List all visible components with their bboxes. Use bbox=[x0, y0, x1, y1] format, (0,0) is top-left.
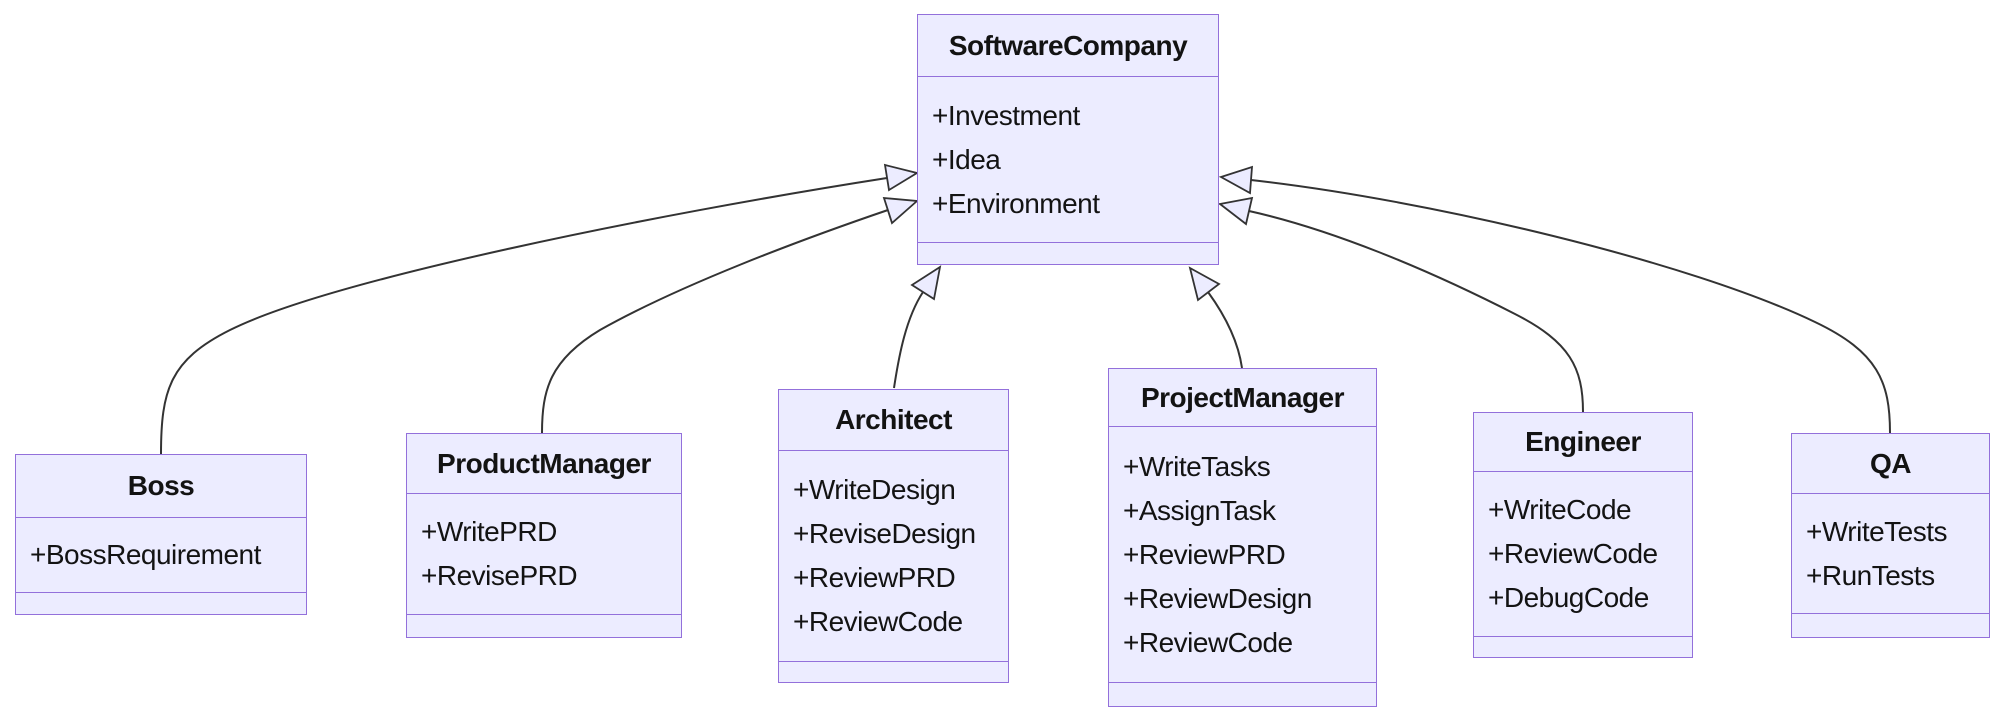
class-attribute: +ReviewCode bbox=[1123, 626, 1293, 658]
edge-qa-to-softwarecompany bbox=[1250, 179, 1891, 434]
class-attribute: +WritePRD bbox=[421, 516, 557, 547]
class-attribute: +WriteTests bbox=[1806, 515, 1948, 547]
class-attribute: +ReviewCode bbox=[1488, 538, 1658, 569]
class-name: Architect bbox=[779, 390, 1008, 451]
class-box-boss: Boss +BossRequirement bbox=[15, 454, 307, 615]
class-methods-empty bbox=[1792, 613, 1989, 637]
edge-projectmanager-to-softwarecompany bbox=[1207, 291, 1243, 369]
class-methods-empty bbox=[16, 592, 306, 614]
class-attributes: +Investment +Idea +Environment bbox=[918, 77, 1218, 242]
class-attributes: +BossRequirement bbox=[16, 518, 306, 592]
class-attribute: +Environment bbox=[932, 187, 1100, 219]
class-attributes: +WriteTasks +AssignTask +ReviewPRD +Revi… bbox=[1109, 427, 1376, 682]
class-name: ProjectManager bbox=[1109, 369, 1376, 427]
class-attributes: +WriteDesign +ReviseDesign +ReviewPRD +R… bbox=[779, 451, 1008, 661]
class-attribute: +BossRequirement bbox=[30, 539, 261, 570]
class-box-architect: Architect +WriteDesign +ReviseDesign +Re… bbox=[778, 389, 1009, 683]
class-box-productmanager: ProductManager +WritePRD +RevisePRD bbox=[406, 433, 682, 638]
class-attribute: +ReviewCode bbox=[793, 606, 963, 637]
class-attributes: +WritePRD +RevisePRD bbox=[407, 494, 681, 614]
class-attributes: +WriteCode +ReviewCode +DebugCode bbox=[1474, 472, 1692, 636]
class-box-softwarecompany: SoftwareCompany +Investment +Idea +Envir… bbox=[917, 14, 1219, 265]
edge-productmanager-to-softwarecompany bbox=[541, 209, 889, 434]
class-methods-empty bbox=[407, 614, 681, 637]
class-attribute: +Investment bbox=[932, 99, 1080, 131]
class-box-projectmanager: ProjectManager +WriteTasks +AssignTask +… bbox=[1108, 368, 1377, 707]
class-name: ProductManager bbox=[407, 434, 681, 494]
class-name: Engineer bbox=[1474, 413, 1692, 472]
class-attribute: +ReviewPRD bbox=[1123, 538, 1286, 570]
class-name: SoftwareCompany bbox=[918, 15, 1218, 77]
class-methods-empty bbox=[1109, 682, 1376, 706]
inheritance-arrowhead-qa-icon bbox=[1218, 165, 1254, 195]
class-attribute: +DebugCode bbox=[1488, 582, 1649, 613]
inheritance-arrowhead-engineer-icon bbox=[1217, 196, 1254, 226]
edge-architect-to-softwarecompany bbox=[893, 291, 924, 389]
class-attribute: +RunTests bbox=[1806, 559, 1935, 591]
inheritance-arrowhead-productmanager-icon bbox=[882, 196, 920, 225]
class-attribute: +RevisePRD bbox=[421, 560, 578, 591]
class-box-engineer: Engineer +WriteCode +ReviewCode +DebugCo… bbox=[1473, 412, 1693, 658]
class-attribute: +WriteCode bbox=[1488, 494, 1632, 525]
edge-engineer-to-softwarecompany bbox=[1248, 210, 1584, 413]
class-box-qa: QA +WriteTests +RunTests bbox=[1791, 433, 1990, 638]
class-attribute: +ReviewDesign bbox=[1123, 582, 1312, 614]
class-attribute: +Idea bbox=[932, 143, 1001, 175]
class-attributes: +WriteTests +RunTests bbox=[1792, 494, 1989, 613]
class-attribute: +ReviseDesign bbox=[793, 518, 976, 549]
class-attribute: +WriteTasks bbox=[1123, 450, 1271, 482]
class-name: Boss bbox=[16, 455, 306, 518]
class-attribute: +AssignTask bbox=[1123, 494, 1276, 526]
class-attribute: +ReviewPRD bbox=[793, 562, 956, 593]
inheritance-arrowhead-boss-icon bbox=[883, 163, 920, 192]
inheritance-arrowhead-architect-icon bbox=[910, 265, 942, 301]
class-methods-empty bbox=[1474, 636, 1692, 657]
class-attribute: +WriteDesign bbox=[793, 474, 956, 505]
class-name: QA bbox=[1792, 434, 1989, 494]
inheritance-arrowhead-projectmanager-icon bbox=[1188, 266, 1221, 302]
edge-boss-to-softwarecompany bbox=[160, 177, 888, 455]
class-methods-empty bbox=[918, 242, 1218, 264]
class-methods-empty bbox=[779, 661, 1008, 682]
